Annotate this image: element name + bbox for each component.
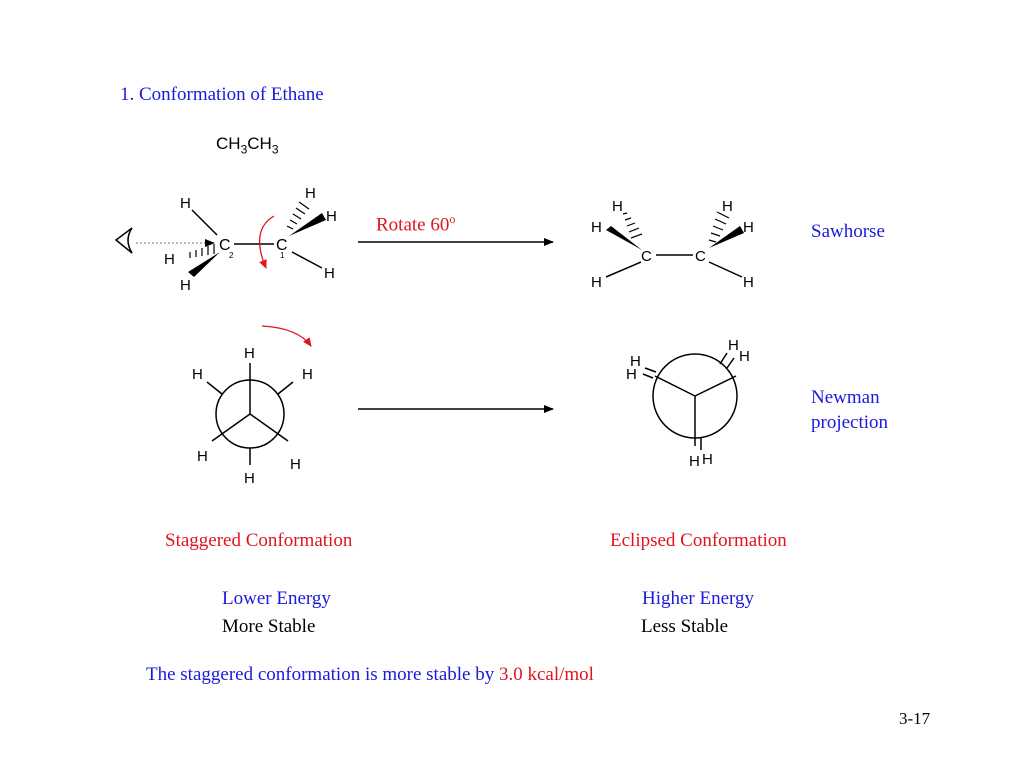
atom-h: H — [739, 348, 750, 365]
atom-c1: C — [276, 237, 288, 254]
atom-h: H — [689, 453, 700, 470]
eye-icon — [114, 227, 133, 254]
atom-h: H — [591, 274, 602, 291]
staggered-newman: H H H H H H — [192, 325, 313, 487]
atom-h: H — [728, 337, 739, 354]
more-stable-label: More Stable — [222, 616, 316, 637]
atom-h: H — [630, 353, 641, 370]
atom-h: H — [164, 251, 175, 268]
formula-ch-2: CH — [247, 134, 272, 153]
atom-c2: C — [219, 237, 231, 254]
atom-h: H — [743, 274, 754, 291]
atom-h: H — [180, 195, 191, 212]
rotation-arrow-icon — [258, 215, 275, 269]
eclipsed-newman: H H H H H H — [626, 337, 750, 470]
atom-c: C — [695, 248, 706, 265]
atom-h: H — [722, 198, 733, 215]
atom-h: H — [290, 456, 301, 473]
conclusion-text: The staggered conformation is more stabl… — [146, 664, 594, 686]
atom-h: H — [324, 265, 335, 282]
page-number: 3-17 — [899, 709, 931, 728]
rotate-label: Rotate 60o — [376, 212, 455, 236]
atom-h: H — [326, 208, 337, 225]
atom-h: H — [180, 277, 191, 294]
rotation-arrow-icon — [261, 325, 312, 347]
atom-h: H — [244, 345, 255, 362]
lower-energy-label: Lower Energy — [222, 588, 331, 609]
rotate-degree: o — [449, 212, 456, 226]
slide-title: 1. Conformation of Ethane — [120, 84, 324, 105]
carbon-number-1: 1 — [280, 251, 285, 260]
atom-h: H — [302, 366, 313, 383]
staggered-sawhorse: H H H C 2 C 1 H H H — [114, 185, 337, 294]
formula-ch-1: CH — [216, 134, 241, 153]
atom-h: H — [591, 219, 602, 236]
eclipsed-conformation-label: Eclipsed Conformation — [610, 530, 787, 551]
sawhorse-label: Sawhorse — [811, 221, 885, 242]
carbon-number-2: 2 — [229, 251, 234, 260]
atom-h: H — [626, 366, 637, 383]
formula-sub-2: 3 — [271, 142, 279, 157]
staggered-conformation-label: Staggered Conformation — [165, 530, 353, 551]
atom-h: H — [197, 448, 208, 465]
newman-label-line-1: Newman — [811, 387, 880, 408]
atom-h: H — [192, 366, 203, 383]
atom-h: H — [244, 470, 255, 487]
conclusion-value: 3.0 kcal/mol — [498, 664, 594, 685]
higher-energy-label: Higher Energy — [642, 588, 755, 609]
atom-h: H — [305, 185, 316, 202]
rotate-text: Rotate 60 — [376, 214, 450, 236]
atom-h: H — [743, 219, 754, 236]
atom-h: H — [612, 198, 623, 215]
ethane-formula: CH3CH3 — [216, 134, 279, 156]
conclusion-sentence: The staggered conformation is more stabl… — [146, 664, 499, 685]
atom-h: H — [702, 451, 713, 468]
newman-label-line-2: projection — [811, 412, 889, 433]
formula-sub-1: 3 — [240, 142, 248, 157]
newman-label: Newman projection — [811, 385, 888, 435]
less-stable-label: Less Stable — [641, 616, 729, 637]
atom-c: C — [641, 248, 652, 265]
eclipsed-sawhorse: C C H H H H H H — [591, 198, 754, 291]
